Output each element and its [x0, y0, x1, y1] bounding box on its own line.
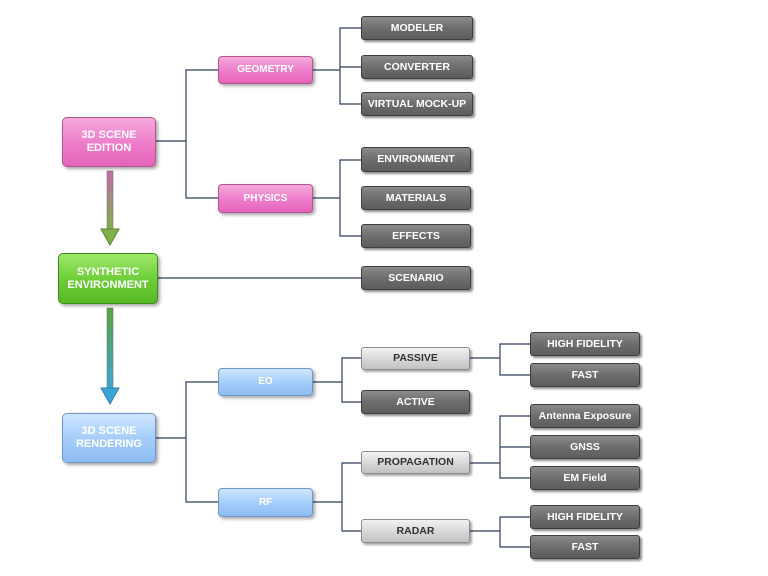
- connector-passive: [470, 343, 530, 376]
- radar-fast-node[interactable]: FAST: [530, 535, 640, 559]
- radar-high-fidelity-node[interactable]: HIGH FIDELITY: [530, 505, 640, 529]
- em-field-node[interactable]: EM Field: [530, 466, 640, 490]
- connector-radar: [470, 516, 530, 548]
- connector-eo: [313, 357, 361, 403]
- physics-node[interactable]: PHYSICS: [218, 184, 313, 213]
- rf-node[interactable]: RF: [218, 488, 313, 517]
- scene-edition-node[interactable]: 3D SCENE EDITION: [62, 117, 156, 167]
- converter-node[interactable]: CONVERTER: [361, 55, 473, 79]
- connector-physics: [313, 159, 361, 237]
- antenna-exposure-node[interactable]: Antenna Exposure: [530, 404, 640, 428]
- environment-node[interactable]: ENVIRONMENT: [361, 147, 471, 172]
- connector-propagation: [470, 415, 530, 479]
- connector-geometry: [313, 27, 361, 105]
- passive-node[interactable]: PASSIVE: [361, 347, 470, 370]
- virtual-mock-up-node[interactable]: VIRTUAL MOCK-UP: [361, 92, 473, 116]
- modeler-node[interactable]: MODELER: [361, 16, 473, 40]
- effects-node[interactable]: EFFECTS: [361, 224, 471, 248]
- connector-edition: [156, 69, 218, 199]
- connector-rf: [313, 462, 361, 532]
- passive-fast-node[interactable]: FAST: [530, 363, 640, 387]
- passive-high-fidelity-node[interactable]: HIGH FIDELITY: [530, 332, 640, 356]
- geometry-node[interactable]: GEOMETRY: [218, 56, 313, 84]
- arrow-edition-to-environment: [100, 170, 120, 247]
- arrow-environment-to-rendering: [100, 307, 120, 406]
- materials-node[interactable]: MATERIALS: [361, 186, 471, 210]
- radar-node[interactable]: RADAR: [361, 519, 470, 543]
- propagation-node[interactable]: PROPAGATION: [361, 451, 470, 474]
- gnss-node[interactable]: GNSS: [530, 435, 640, 459]
- connector-rendering: [156, 381, 218, 503]
- scenario-node[interactable]: SCENARIO: [361, 266, 471, 290]
- scene-rendering-node[interactable]: 3D SCENE RENDERING: [62, 413, 156, 463]
- eo-node[interactable]: EO: [218, 368, 313, 396]
- active-node[interactable]: ACTIVE: [361, 390, 470, 414]
- synthetic-environment-node[interactable]: SYNTHETIC ENVIRONMENT: [58, 253, 158, 304]
